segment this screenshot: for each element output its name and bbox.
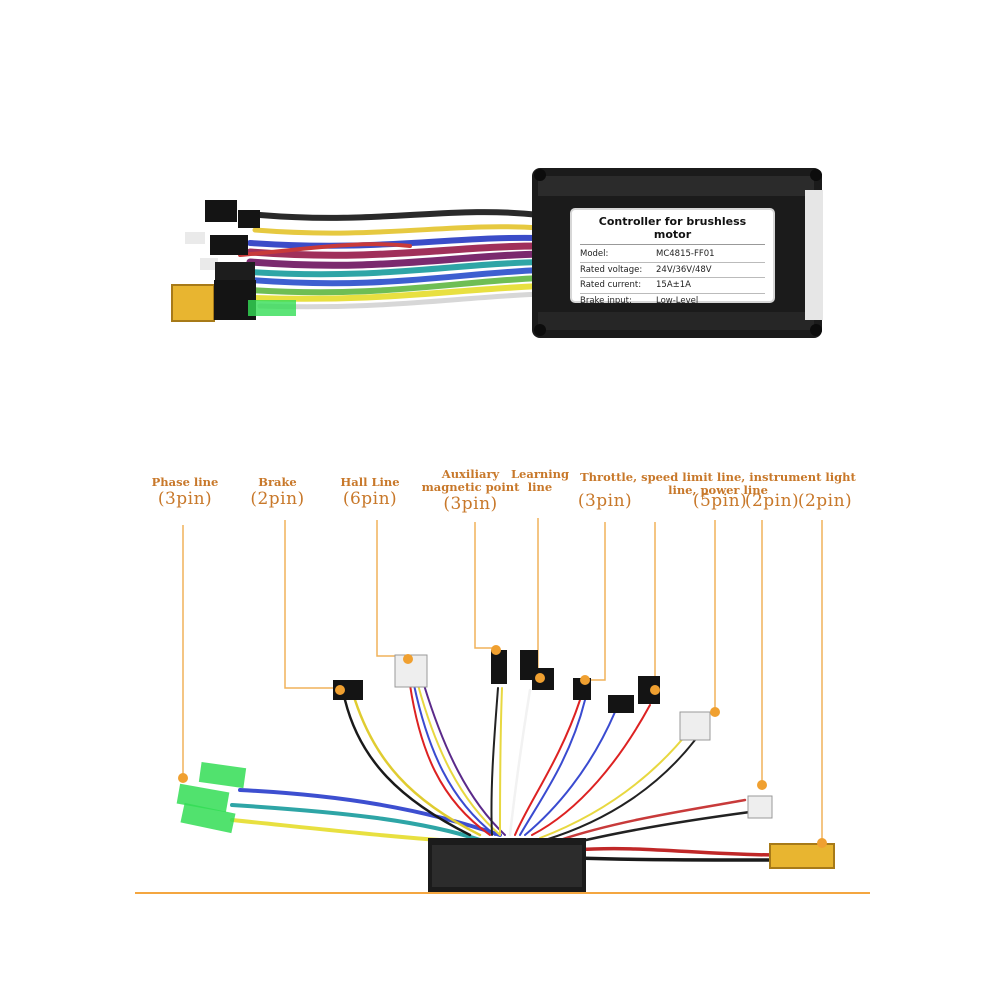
- nameplate-key: Brake input:: [580, 295, 632, 306]
- label-name: Phase line: [151, 475, 219, 489]
- connectors: [176, 650, 835, 869]
- housing-ribs: [432, 845, 582, 887]
- nameplate-key: Rated voltage:: [580, 264, 643, 275]
- label-name: Throttle, speed limit line, instrument l…: [580, 470, 856, 497]
- label-name: Learning line: [510, 467, 570, 494]
- nameplate-label: Controller for brushless motor Model: MC4…: [570, 208, 775, 306]
- label-name: Brake: [258, 475, 297, 489]
- nameplate-value: 24V/36V/48V: [656, 264, 712, 275]
- pointer-dots: [178, 645, 827, 848]
- label-power-line-pin: (2pin): [795, 491, 855, 512]
- nameplate-row-brake: Brake input: Low-Level: [580, 294, 765, 309]
- nameplate-value: Low-Level: [656, 295, 699, 306]
- nameplate-row-voltage: Rated voltage: 24V/36V/48V: [580, 263, 765, 278]
- nameplate-value: 15A±1A: [656, 280, 691, 290]
- label-pin: (3pin): [157, 489, 213, 509]
- label-learning-line: Learning line: [505, 468, 575, 494]
- controller-photo: [171, 168, 823, 338]
- wiring-diagram: [135, 518, 870, 894]
- nameplate-title: Controller for brushless motor: [580, 215, 765, 245]
- nameplate-row-model: Model: MC4815-FF01: [580, 247, 765, 263]
- label-pin: (6pin): [342, 489, 398, 509]
- label-speed-limit-pin: (5pin): [690, 491, 750, 512]
- label-name: Hall Line: [340, 475, 400, 489]
- label-pin: (3pin): [443, 494, 498, 514]
- label-throttle-group: Throttle, speed limit line, instrument l…: [578, 471, 858, 497]
- left-connectors: [171, 200, 296, 322]
- label-brake: Brake (2pin): [240, 476, 315, 510]
- nameplate-key: Rated current:: [580, 280, 642, 290]
- nameplate-key: Model:: [580, 249, 609, 259]
- nameplate-value: MC4815-FF01: [656, 249, 715, 259]
- label-hall-line: Hall Line (6pin): [330, 476, 410, 510]
- leader-lines: [182, 518, 823, 843]
- label-pin: (2pin): [250, 489, 305, 509]
- label-auxiliary-magnetic-point: Auxiliary magnetic point (3pin): [418, 468, 523, 515]
- label-pin: (2pin): [744, 491, 800, 511]
- label-phase-line: Phase line (3pin): [140, 476, 230, 510]
- wire-bundle: [238, 209, 544, 310]
- wires: [230, 684, 782, 862]
- nameplate-row-current: Rated current: 15A±1A: [580, 278, 765, 294]
- label-instrument-light-pin: (2pin): [742, 491, 802, 512]
- label-pin: (3pin): [577, 491, 633, 511]
- label-throttle-pin: (3pin): [575, 491, 635, 512]
- label-pin: (2pin): [797, 491, 853, 511]
- label-pin: (5pin): [692, 491, 748, 511]
- label-name: Auxiliary magnetic point: [421, 467, 520, 494]
